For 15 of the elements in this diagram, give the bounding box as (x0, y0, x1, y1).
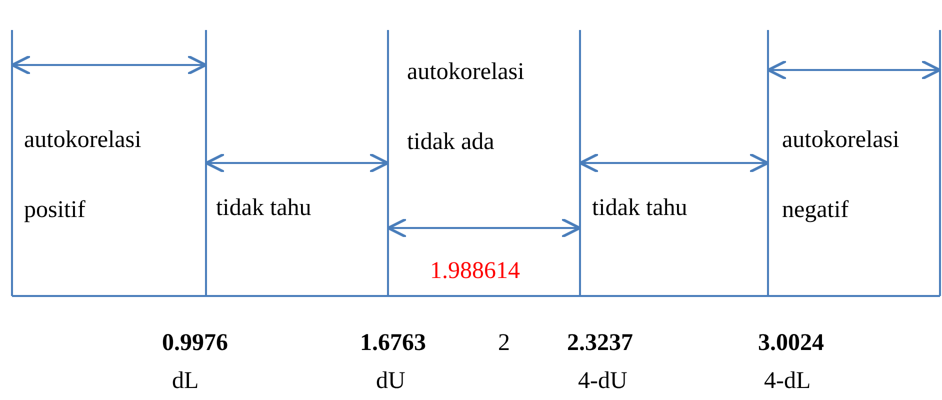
threshold-value: 1.6763 (360, 330, 426, 357)
bound-symbol: dL (172, 368, 199, 395)
bound-symbol: 4-dU (578, 368, 628, 395)
threshold-value: 3.0024 (758, 330, 824, 357)
critical-value: 1.988614 (430, 258, 520, 285)
region-label: autokorelasi tidak ada (407, 58, 526, 157)
threshold-value: 2.3237 (567, 330, 633, 357)
threshold-value: 0.9976 (162, 330, 228, 357)
region-label: autokorelasi positif (24, 126, 142, 225)
region-label: autokorelasi negatif (782, 126, 900, 225)
bound-symbol: 4-dL (764, 368, 811, 395)
bound-symbol: dU (376, 368, 406, 395)
region-label: tidak tahu (592, 195, 688, 222)
region-label: tidak tahu (216, 195, 312, 222)
threshold-value: 2 (498, 330, 510, 357)
